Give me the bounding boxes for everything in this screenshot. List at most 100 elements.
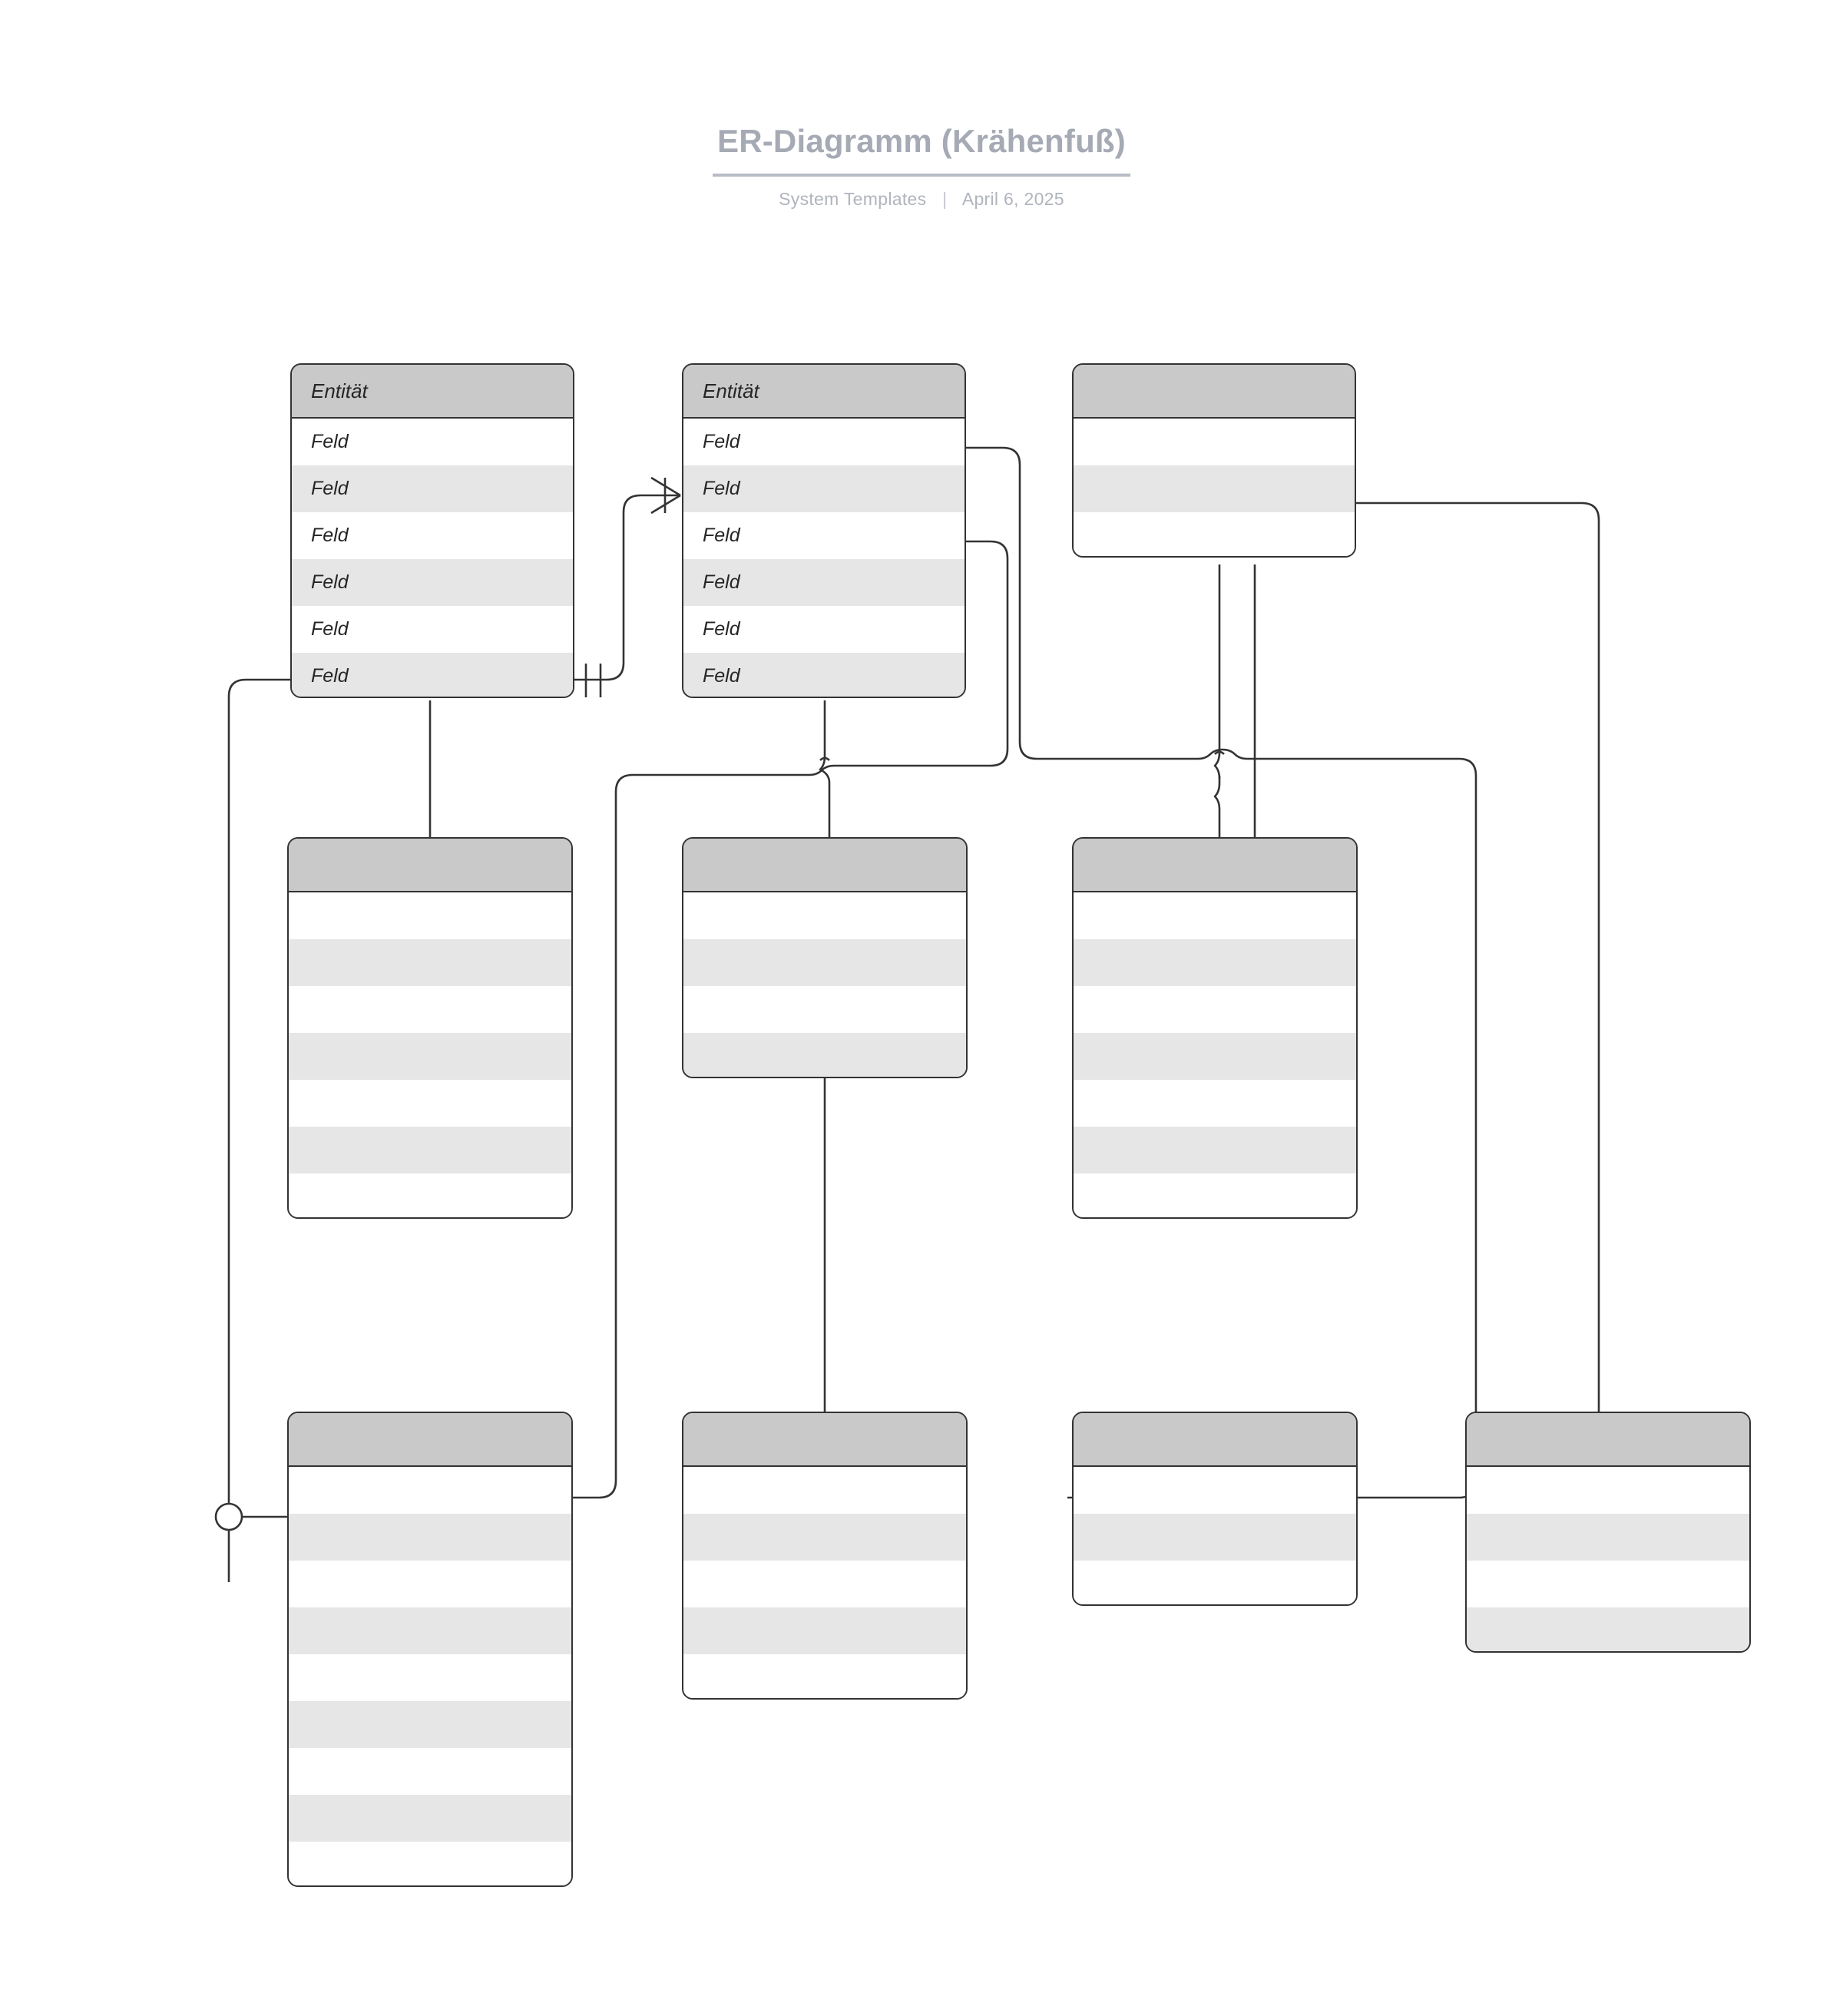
- entity-field-row[interactable]: [1467, 1561, 1749, 1607]
- entity-field-row[interactable]: Feld: [292, 419, 573, 465]
- entity-field-row[interactable]: [289, 1701, 571, 1748]
- entity-header[interactable]: [1074, 365, 1355, 419]
- entity-header[interactable]: [289, 839, 571, 892]
- entity-field-row[interactable]: [289, 1748, 571, 1795]
- entity-field-row[interactable]: [289, 1467, 571, 1514]
- entity-field-row[interactable]: [289, 1514, 571, 1561]
- entity-table[interactable]: [1072, 363, 1356, 558]
- entity-field-row[interactable]: [683, 1654, 966, 1698]
- entity-header[interactable]: [683, 839, 966, 892]
- entity-field-row[interactable]: [1074, 986, 1356, 1033]
- connector-entity1-entity7: [227, 678, 290, 1517]
- entity-field-row[interactable]: [289, 1127, 571, 1174]
- entity-title-label: Entität: [311, 379, 368, 402]
- entity-field-row[interactable]: [289, 1174, 571, 1217]
- entity-field-row[interactable]: [1074, 1127, 1356, 1174]
- entity-field-row[interactable]: Feld: [292, 465, 573, 512]
- connector-entity1-entity2: [574, 494, 680, 681]
- entity-field-label: Feld: [311, 478, 349, 499]
- entity-field-row[interactable]: Feld: [292, 606, 573, 653]
- entity-field-label: Feld: [311, 525, 349, 546]
- entity-field-row[interactable]: Feld: [683, 419, 965, 465]
- entity-header[interactable]: Entität: [292, 365, 573, 419]
- entity-field-row[interactable]: [683, 986, 966, 1033]
- entity-field-row[interactable]: [683, 939, 966, 986]
- entity-field-row[interactable]: [1074, 465, 1355, 512]
- entity-field-row[interactable]: Feld: [683, 606, 965, 653]
- entity-header[interactable]: [683, 1413, 966, 1467]
- entity-field-row[interactable]: [1074, 892, 1356, 939]
- entity-field-row[interactable]: [289, 1080, 571, 1127]
- entity-field-row[interactable]: Feld: [683, 465, 965, 512]
- notation-zero-or-one-circle: [214, 1502, 243, 1531]
- entity-field-list: [289, 1467, 571, 1885]
- entity-field-row[interactable]: Feld: [292, 559, 573, 606]
- entity-field-row[interactable]: [289, 1607, 571, 1654]
- entity-field-label: Feld: [703, 571, 740, 593]
- entity-field-row[interactable]: Feld: [292, 512, 573, 559]
- entity-header[interactable]: [1467, 1413, 1749, 1467]
- entity-field-row[interactable]: [1074, 1467, 1356, 1514]
- entity-field-row[interactable]: [1074, 1561, 1356, 1604]
- entity-field-row[interactable]: Feld: [683, 512, 965, 559]
- entity-field-row[interactable]: [1074, 1080, 1356, 1127]
- entity-table[interactable]: [1072, 837, 1358, 1219]
- entity-field-row[interactable]: [1467, 1467, 1749, 1514]
- entity-field-row[interactable]: [1074, 1174, 1356, 1217]
- entity-table[interactable]: [287, 837, 573, 1219]
- entity-field-label: Feld: [703, 525, 740, 546]
- entity-field-label: Feld: [311, 571, 349, 593]
- entity-field-row[interactable]: [289, 1842, 571, 1885]
- entity-field-row[interactable]: [683, 1607, 966, 1654]
- entity-table[interactable]: [682, 837, 968, 1078]
- entity-header[interactable]: [1074, 839, 1356, 892]
- entity-field-list: [1074, 419, 1355, 556]
- entity-field-row[interactable]: [683, 1514, 966, 1561]
- document-header: ER-Diagramm (Krähenfuß) System Templates…: [0, 123, 1843, 210]
- notation-one-and-only-one-entity1: [584, 664, 602, 697]
- entity-field-row[interactable]: [1074, 1033, 1356, 1080]
- entity-field-row[interactable]: [683, 1467, 966, 1514]
- entity-field-row[interactable]: [1074, 512, 1355, 556]
- entity-field-row[interactable]: [1074, 1514, 1356, 1561]
- entity-table[interactable]: [682, 1412, 968, 1700]
- entity-field-list: [289, 892, 571, 1217]
- entity-field-row[interactable]: [289, 939, 571, 986]
- entity-field-label: Feld: [311, 665, 349, 687]
- entity-field-row[interactable]: Feld: [683, 559, 965, 606]
- entity-field-row[interactable]: [289, 1795, 571, 1842]
- entity-table[interactable]: [1072, 1412, 1358, 1606]
- entity-field-row[interactable]: Feld: [292, 653, 573, 697]
- entity-field-row[interactable]: [683, 1561, 966, 1607]
- entity-field-row[interactable]: [289, 1033, 571, 1080]
- entity-field-row[interactable]: [1074, 419, 1355, 465]
- entity-field-row[interactable]: [289, 1654, 571, 1701]
- entity-field-row[interactable]: [683, 892, 966, 939]
- entity-field-label: Feld: [311, 431, 349, 452]
- connector-entity3-entity10: [1356, 502, 1600, 1395]
- entity-field-row[interactable]: [1074, 939, 1356, 986]
- entity-field-row[interactable]: [289, 986, 571, 1033]
- entity-field-list: [683, 1467, 966, 1698]
- entity-table[interactable]: [1465, 1412, 1751, 1653]
- entity-table[interactable]: [287, 1412, 573, 1887]
- entity-field-label: Feld: [703, 665, 740, 687]
- subtitle-separator: |: [942, 189, 948, 210]
- entity-field-row[interactable]: [683, 1033, 966, 1077]
- entity-header[interactable]: Entität: [683, 365, 965, 419]
- entity-header[interactable]: [289, 1413, 571, 1467]
- entity-field-row[interactable]: [1467, 1514, 1749, 1561]
- entity-field-label: Feld: [311, 618, 349, 640]
- entity-field-row[interactable]: [289, 892, 571, 939]
- entity-field-row[interactable]: Feld: [683, 653, 965, 697]
- entity-field-label: Feld: [703, 431, 740, 452]
- entity-header[interactable]: [1074, 1413, 1356, 1467]
- entity-field-row[interactable]: [1467, 1607, 1749, 1651]
- document-subtitle: System Templates | April 6, 2025: [0, 189, 1843, 210]
- entity-field-row[interactable]: [289, 1561, 571, 1607]
